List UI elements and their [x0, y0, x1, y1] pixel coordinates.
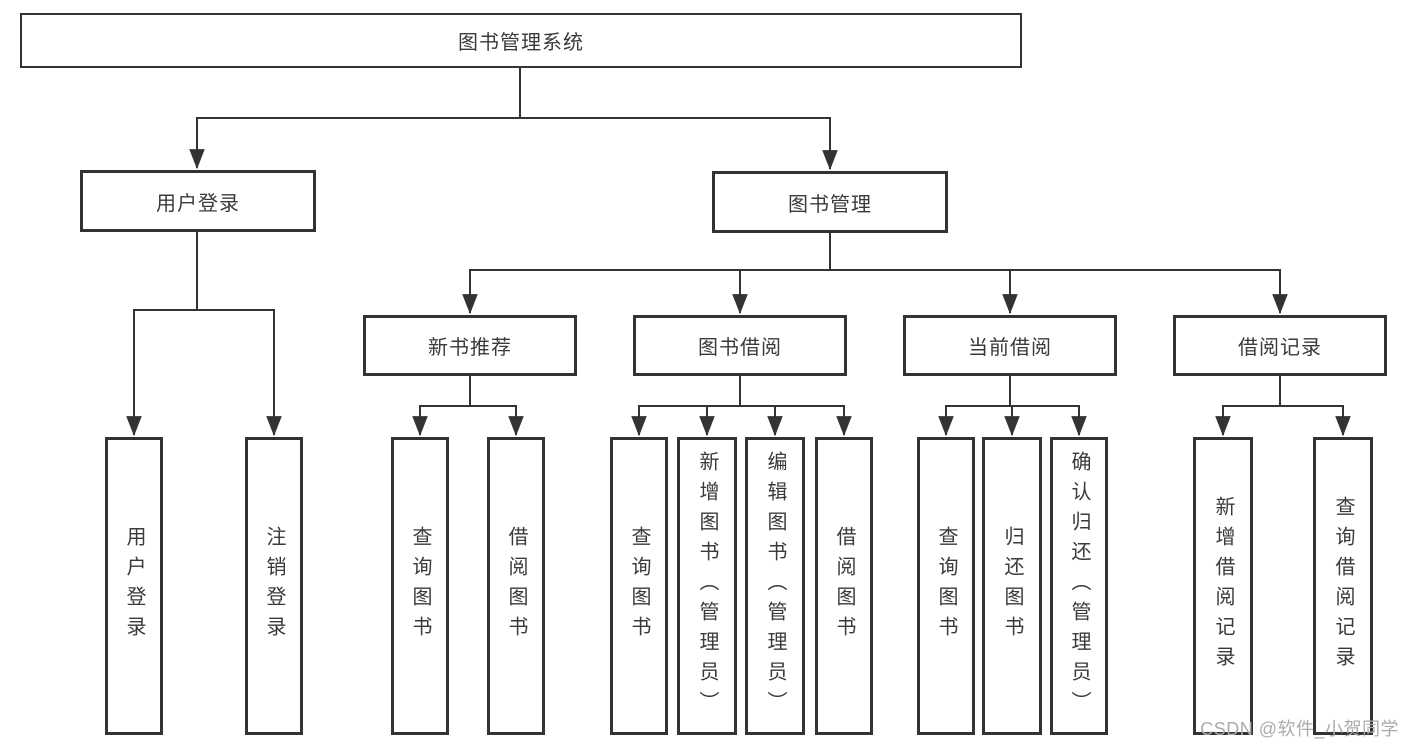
node-label: 借阅图书: [833, 526, 855, 646]
node-label: 图书管理系统: [458, 32, 584, 54]
leaf-borrow-books-2: 借阅图书: [815, 437, 873, 735]
node-new-book-recommend: 新书推荐: [363, 315, 577, 376]
node-label: 当前借阅: [968, 337, 1052, 359]
node-label: 借阅图书: [505, 526, 527, 646]
leaf-edit-books-admin: 编辑图书（管理员）: [745, 437, 805, 735]
node-label: 新增图书（管理员）: [696, 451, 718, 721]
node-borrow-records: 借阅记录: [1173, 315, 1387, 376]
node-label: 查询图书: [628, 526, 650, 646]
leaf-user-login: 用户登录: [105, 437, 163, 735]
node-label: 查询借阅记录: [1332, 496, 1354, 676]
node-book-management: 图书管理: [712, 171, 948, 233]
node-library-management-system: 图书管理系统: [20, 13, 1022, 68]
node-label: 注销登录: [263, 526, 285, 646]
node-label: 编辑图书（管理员）: [764, 451, 786, 721]
leaf-add-books-admin: 新增图书（管理员）: [677, 437, 737, 735]
node-label: 确认归还（管理员）: [1068, 451, 1090, 721]
leaf-add-borrow-record: 新增借阅记录: [1193, 437, 1253, 735]
leaf-borrow-books-1: 借阅图书: [487, 437, 545, 735]
leaf-query-books-3: 查询图书: [917, 437, 975, 735]
node-current-borrow: 当前借阅: [903, 315, 1117, 376]
leaf-confirm-return-admin: 确认归还（管理员）: [1050, 437, 1108, 735]
node-label: 用户登录: [156, 192, 240, 215]
leaf-query-books-2: 查询图书: [610, 437, 668, 735]
node-label: 新增借阅记录: [1212, 496, 1234, 676]
leaf-logout: 注销登录: [245, 437, 303, 735]
node-label: 图书管理: [788, 193, 872, 216]
leaf-return-books: 归还图书: [982, 437, 1042, 735]
leaf-query-books-1: 查询图书: [391, 437, 449, 735]
node-label: 用户登录: [123, 526, 145, 646]
node-label: 新书推荐: [428, 337, 512, 359]
node-label: 归还图书: [1001, 526, 1023, 646]
node-book-borrow: 图书借阅: [633, 315, 847, 376]
csdn-watermark: CSDN @软件_小贺同学: [1200, 719, 1399, 739]
node-user-login: 用户登录: [80, 170, 316, 232]
node-label: 查询图书: [409, 526, 431, 646]
node-label: 借阅记录: [1238, 337, 1322, 359]
leaf-query-borrow-record: 查询借阅记录: [1313, 437, 1373, 735]
node-label: 图书借阅: [698, 337, 782, 359]
node-label: 查询图书: [935, 526, 957, 646]
